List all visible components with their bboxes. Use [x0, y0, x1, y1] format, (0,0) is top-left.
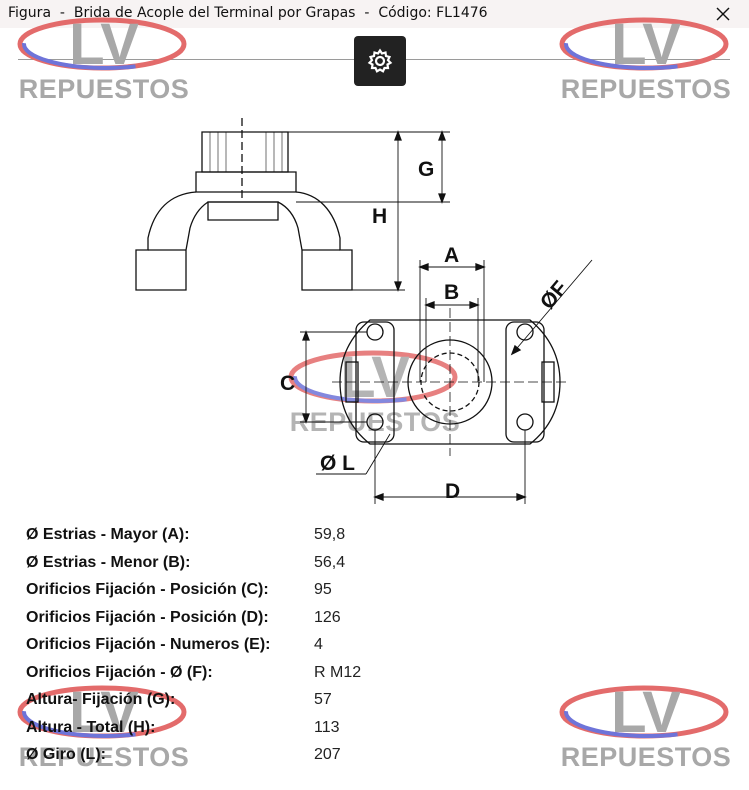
- spec-row: Orificios Fijación - Posición (C): 95: [26, 581, 446, 609]
- spec-label: Orificios Fijación - Posición (D):: [26, 608, 269, 626]
- spec-value: R M12: [314, 663, 362, 681]
- flange-technical-drawing: G H A B ØF C Ø L D: [135, 118, 593, 504]
- spec-row: Ø Giro (L): 207: [26, 746, 446, 774]
- flange-hub-outline: [201, 131, 289, 173]
- spec-value: 59,8: [314, 526, 346, 543]
- spec-value: 126: [314, 608, 341, 626]
- label-a: A: [444, 244, 459, 267]
- spec-label: Altura- Fijación (G):: [26, 691, 176, 708]
- flange-front-outline: [339, 319, 561, 445]
- spec-row: Orificios Fijación - Numeros (E): 4: [26, 636, 446, 664]
- spec-label: Orificios Fijación - Posición (C):: [26, 581, 269, 598]
- settings-button[interactable]: [354, 36, 406, 86]
- spec-row: Altura - Total (H): 113: [26, 719, 446, 747]
- label-d: D: [445, 480, 460, 503]
- spec-label: Altura - Total (H):: [26, 718, 156, 736]
- gear-icon: [367, 48, 393, 73]
- label-f: ØF: [536, 277, 572, 314]
- watermark-logo-bottom-right: LV REPUESTOS: [559, 680, 732, 772]
- label-c: C: [280, 372, 295, 395]
- spec-value: 56,4: [314, 553, 346, 571]
- spec-row: Orificios Fijación - Ø (F): R M12: [26, 664, 446, 692]
- spec-value: 57: [314, 691, 332, 708]
- spec-label: Ø Estrias - Mayor (A):: [26, 526, 190, 543]
- label-l: Ø L: [320, 452, 355, 475]
- spec-value: 207: [314, 746, 341, 763]
- svg-text:LV: LV: [611, 680, 681, 742]
- close-button[interactable]: [703, 0, 743, 28]
- label-g: G: [418, 158, 434, 181]
- title-bar: Figura - Brida de Acople del Terminal po…: [0, 0, 749, 28]
- spec-label: Ø Giro (L):: [26, 746, 106, 763]
- label-h: H: [372, 205, 387, 228]
- flange-yoke-outline: [135, 191, 353, 291]
- spec-label: Orificios Fijación - Ø (F):: [26, 663, 213, 681]
- spec-row: Ø Estrias - Menor (B): 56,4: [26, 554, 446, 582]
- spec-label: Orificios Fijación - Numeros (E):: [26, 636, 271, 653]
- label-b: B: [444, 281, 459, 304]
- spec-row: Ø Estrias - Mayor (A): 59,8: [26, 526, 446, 554]
- spec-label: Ø Estrias - Menor (B):: [26, 553, 191, 571]
- spec-row: Orificios Fijación - Posición (D): 126: [26, 609, 446, 637]
- spec-value: 113: [314, 718, 340, 736]
- window-title: Figura - Brida de Acople del Terminal po…: [8, 5, 488, 21]
- specs-list: Ø Estrias - Mayor (A): 59,8 Ø Estrias - M…: [26, 526, 446, 774]
- spec-row: Altura- Fijación (G): 57: [26, 691, 446, 719]
- spec-value: 95: [314, 581, 332, 598]
- spec-value: 4: [314, 636, 323, 653]
- close-icon: [716, 7, 730, 21]
